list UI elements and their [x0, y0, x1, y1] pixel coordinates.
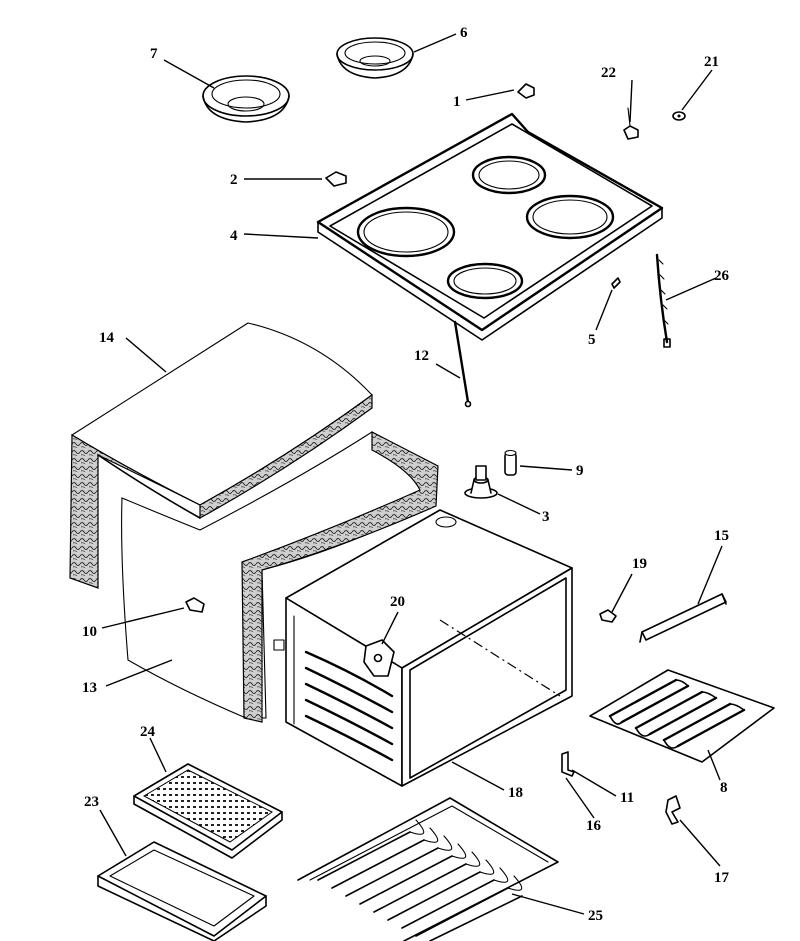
oven-cavity-18 — [273, 509, 573, 787]
screw-part-5 — [611, 277, 621, 289]
rack-wires — [317, 819, 523, 941]
oven-side-ridges — [304, 650, 394, 762]
rod-part-26 — [655, 253, 671, 348]
clip-part-10 — [185, 597, 205, 613]
support-rod-12 — [453, 320, 472, 408]
callout-7: 7 — [150, 46, 158, 62]
bracket-part-20 — [363, 639, 395, 677]
oven-rack-25 — [297, 797, 559, 941]
clip-part-1 — [517, 83, 535, 99]
callout-13: 13 — [82, 680, 97, 696]
callout-9: 9 — [576, 463, 584, 479]
callout-14: 14 — [99, 330, 115, 346]
callout-24: 24 — [140, 724, 156, 740]
cylinder-part-9 — [504, 449, 517, 476]
leader-lines — [99, 33, 723, 915]
callout-26: 26 — [714, 268, 730, 284]
callout-16: 16 — [586, 818, 602, 834]
callout-3: 3 — [542, 509, 550, 525]
callout-19: 19 — [632, 556, 647, 572]
callout-12: 12 — [414, 348, 429, 364]
clip-part-17 — [665, 795, 681, 825]
clip-part-11-16 — [561, 751, 575, 777]
callout-2: 2 — [230, 172, 238, 188]
heating-element-8 — [589, 669, 775, 763]
insulation-wrap-13 — [121, 431, 439, 723]
rail-part-15 — [639, 593, 727, 643]
callout-labels: 7 6 1 22 21 2 4 26 5 12 14 9 3 15 19 20 … — [82, 25, 730, 924]
callout-1: 1 — [453, 94, 461, 110]
nut-part-21 — [672, 111, 686, 121]
callout-8: 8 — [720, 780, 728, 796]
clip-part-22 — [623, 107, 639, 140]
broiler-grid-24 — [133, 763, 283, 859]
callout-10: 10 — [82, 624, 97, 640]
callout-22: 22 — [601, 65, 616, 81]
callout-21: 21 — [704, 54, 719, 70]
callout-25: 25 — [588, 908, 603, 924]
grommet-part-3 — [464, 465, 498, 499]
callout-23: 23 — [84, 794, 99, 810]
clip-part-2 — [325, 171, 347, 187]
callout-6: 6 — [460, 25, 468, 41]
callout-5: 5 — [588, 332, 596, 348]
callout-11: 11 — [620, 790, 634, 806]
callout-4: 4 — [230, 228, 238, 244]
clip-part-19 — [599, 609, 617, 623]
insulation-top-14 — [69, 322, 373, 589]
callout-15: 15 — [714, 528, 729, 544]
broiler-pan-23 — [97, 841, 267, 941]
drip-bowl-small — [336, 37, 414, 79]
callout-17: 17 — [714, 870, 730, 886]
callout-20: 20 — [390, 594, 405, 610]
drip-bowl-large — [202, 75, 290, 123]
cooktop — [316, 112, 664, 341]
callout-18: 18 — [508, 785, 523, 801]
